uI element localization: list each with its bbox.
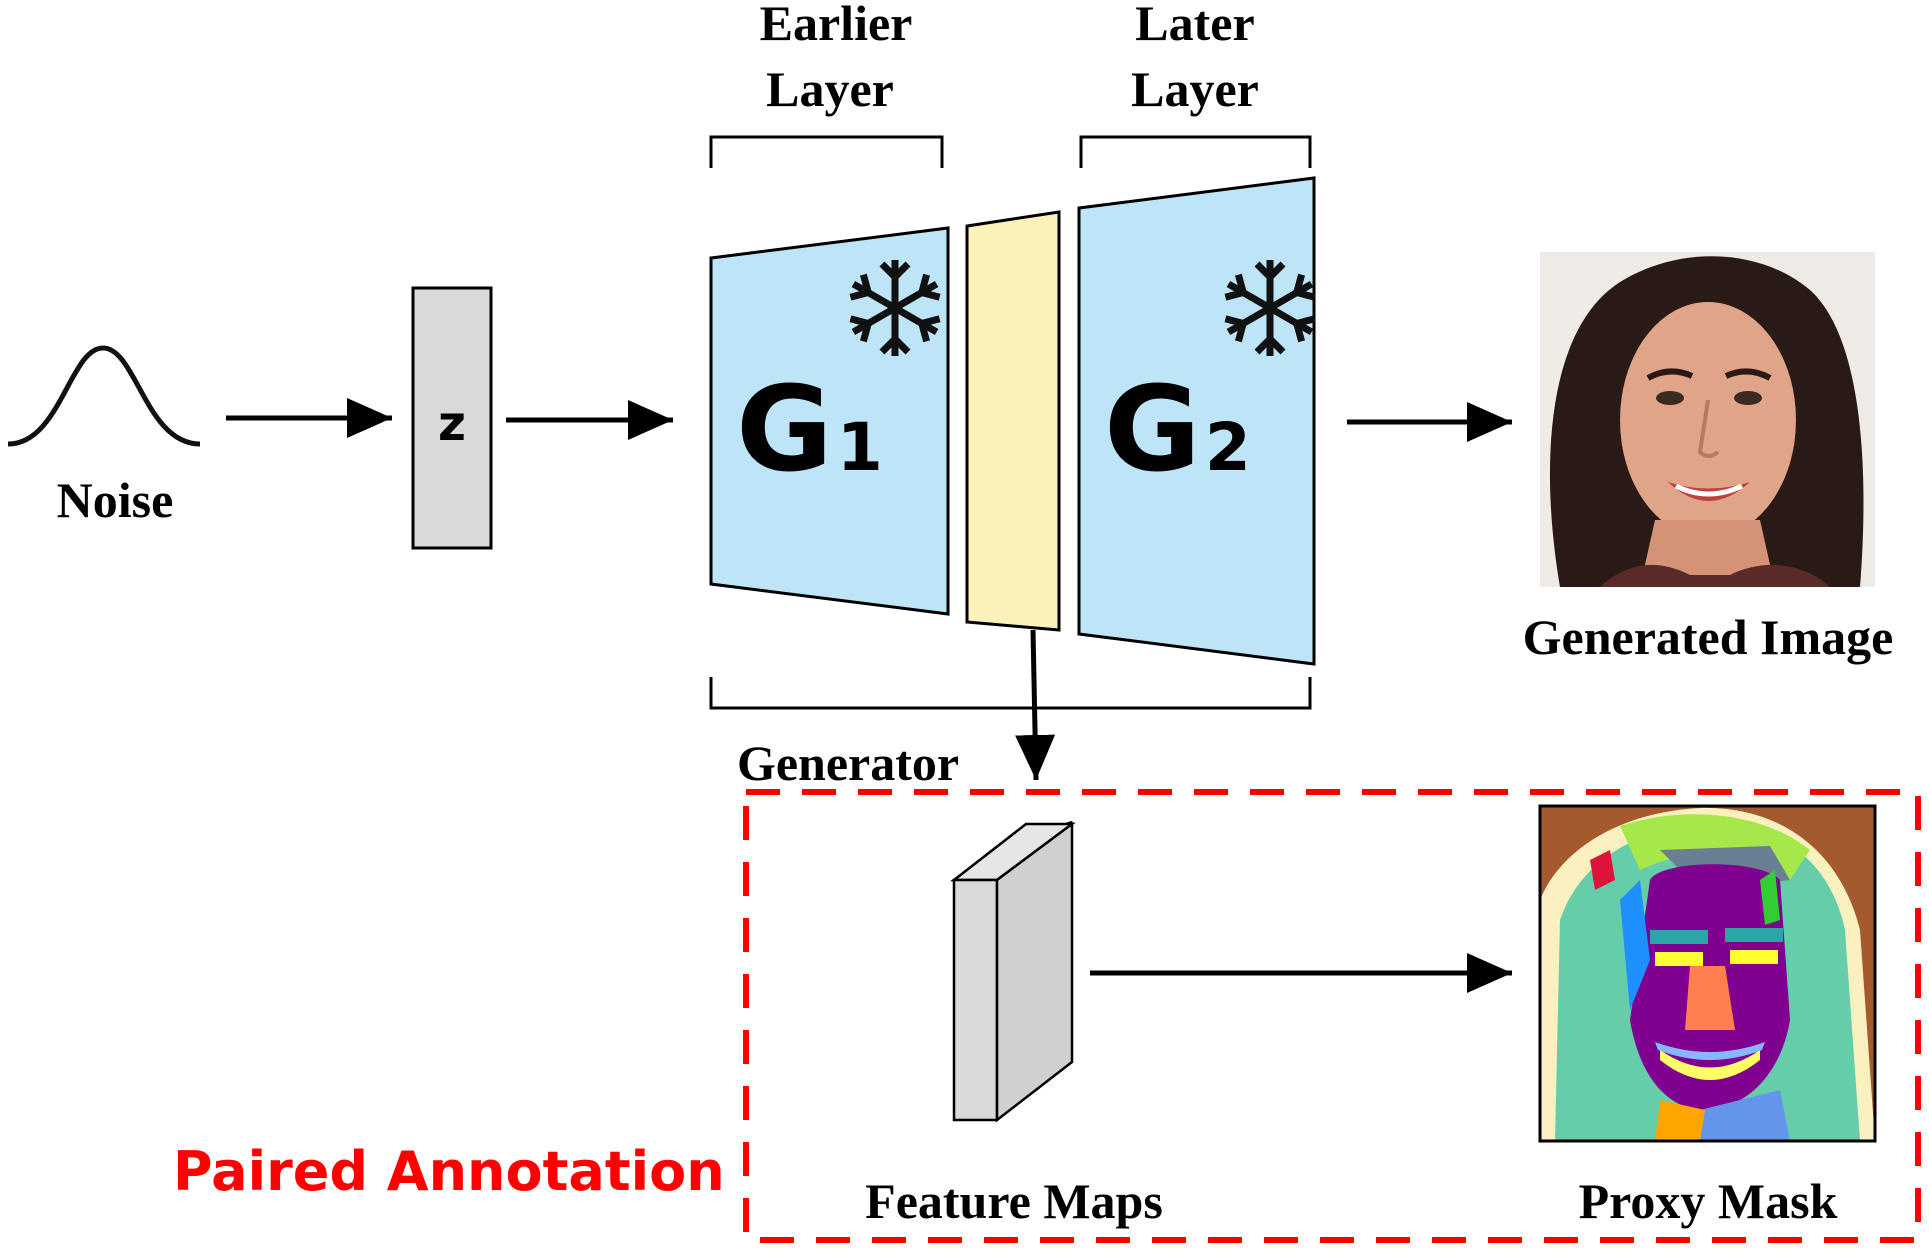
proxy-mask-image <box>1540 806 1875 1141</box>
latent-label: z <box>438 396 466 452</box>
arrow-features-to-annotation <box>1015 629 1056 781</box>
later-layer-label-line2: Layer <box>1131 61 1259 117</box>
earlier-layer-bracket <box>709 135 944 168</box>
generator-g1-block <box>709 226 950 616</box>
earlier-layer-label-line1: Earlier <box>760 0 913 51</box>
proxy-mask-frame <box>1538 804 1877 1143</box>
later-layer-label-line1: Later <box>1135 0 1254 51</box>
latent-block <box>411 286 493 550</box>
later-layer-bracket <box>1079 135 1312 168</box>
noise-label: Noise <box>57 472 174 528</box>
generated-image-label: Generated Image <box>1523 609 1894 665</box>
generated-image <box>1540 252 1875 587</box>
noise-icon <box>7 345 201 447</box>
g1-label: G1 <box>736 360 883 498</box>
feature-maps-label: Feature Maps <box>865 1173 1163 1229</box>
paired-annotation-box <box>743 789 1921 1243</box>
feature-maps-block <box>950 820 1076 1123</box>
g2-label: G2 <box>1104 360 1251 498</box>
intermediate-feature-block <box>965 210 1061 632</box>
proxy-mask-label: Proxy Mask <box>1579 1173 1838 1229</box>
paired-annotation-label: Paired Annotation <box>173 1140 725 1203</box>
earlier-layer-label-line2: Layer <box>766 61 894 117</box>
generator-label: Generator <box>737 735 959 791</box>
generator-bracket <box>709 677 1312 710</box>
